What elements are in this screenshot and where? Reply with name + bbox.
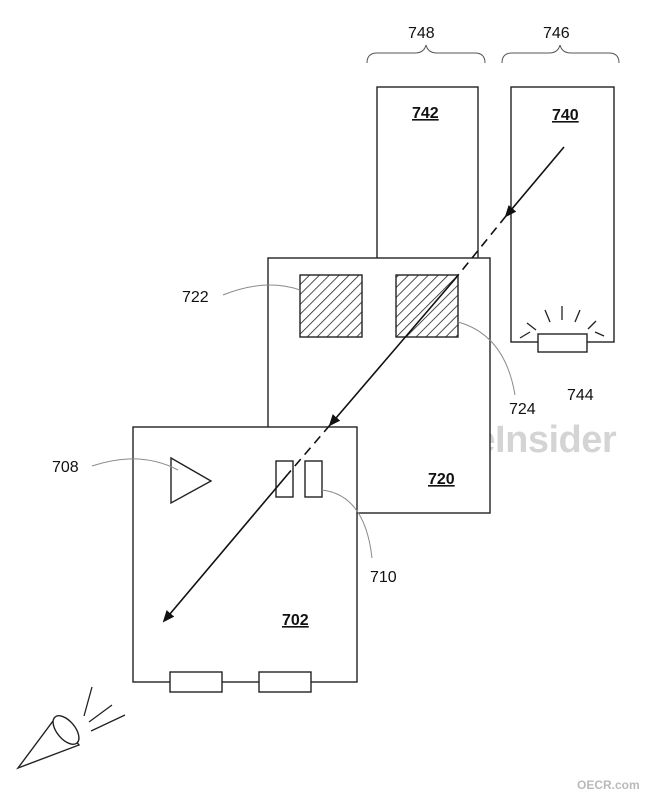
label-740: 740 xyxy=(552,107,579,124)
ref-746: 746 xyxy=(543,25,570,42)
port-left xyxy=(169,671,223,693)
label-742: 742 xyxy=(412,105,439,122)
device-742 xyxy=(376,86,479,268)
beam-segment-5 xyxy=(162,473,289,623)
leader-722 xyxy=(222,284,301,296)
light-emitter-icon xyxy=(519,306,605,353)
brace-748 xyxy=(366,44,486,64)
brace-746 xyxy=(501,44,620,64)
credit-text: OECR.com xyxy=(577,778,640,792)
beam-segment-1 xyxy=(504,146,565,218)
leader-724 xyxy=(457,321,516,396)
ref-748: 748 xyxy=(408,25,435,42)
hatched-block-724 xyxy=(395,274,459,338)
ref-710: 710 xyxy=(370,569,397,586)
device-740 xyxy=(510,86,615,343)
ref-722: 722 xyxy=(182,289,209,306)
port-right xyxy=(258,671,312,693)
hatched-block-722 xyxy=(299,274,363,338)
leader-710 xyxy=(321,489,373,559)
beam-segment-3 xyxy=(328,278,456,427)
label-702: 702 xyxy=(282,612,309,629)
label-720: 720 xyxy=(428,471,455,488)
play-triangle-icon xyxy=(170,456,213,505)
ref-744: 744 xyxy=(567,387,594,404)
beam-segment-2 xyxy=(454,215,507,280)
beam-segment-4 xyxy=(287,424,331,475)
ref-724: 724 xyxy=(509,401,536,418)
ref-708: 708 xyxy=(52,459,79,476)
eye-icon xyxy=(16,686,126,770)
leader-708 xyxy=(91,458,179,471)
sensor-right xyxy=(304,460,323,498)
